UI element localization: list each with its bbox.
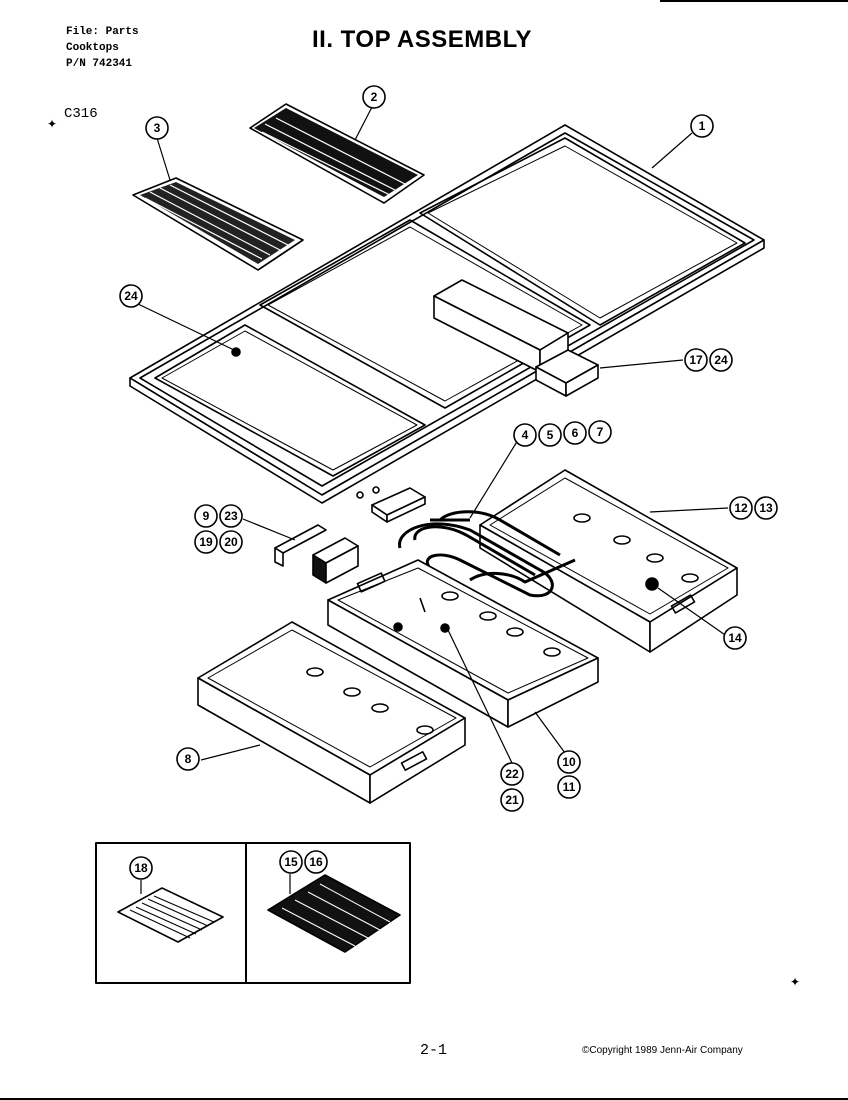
callout-5: 5 <box>538 423 562 447</box>
svg-text:12: 12 <box>734 501 748 515</box>
callout-17: 17 <box>684 348 708 372</box>
burner-box-parts-10-11 <box>327 559 599 728</box>
callout-24-frame: 24 <box>119 284 143 308</box>
svg-text:11: 11 <box>563 780 576 794</box>
top-frame-part-1 <box>129 124 765 504</box>
svg-text:24: 24 <box>124 289 138 303</box>
callout-4: 4 <box>513 423 537 447</box>
heating-element-parts-4-7 <box>398 510 576 598</box>
svg-text:13: 13 <box>759 501 773 515</box>
svg-text:21: 21 <box>505 793 519 807</box>
page-number: 2-1 <box>420 1042 448 1059</box>
svg-text:24: 24 <box>714 353 728 367</box>
svg-text:2: 2 <box>371 90 378 104</box>
callout-19: 19 <box>194 530 218 554</box>
top-border-line <box>660 0 848 2</box>
svg-text:14: 14 <box>728 631 742 645</box>
callout-15: 15 <box>279 850 303 874</box>
svg-text:1: 1 <box>699 119 706 133</box>
callout-8: 8 <box>176 747 200 771</box>
callout-11: 11 <box>557 775 581 799</box>
callout-20: 20 <box>219 530 243 554</box>
svg-text:23: 23 <box>224 509 238 523</box>
svg-text:6: 6 <box>572 426 579 440</box>
svg-text:15: 15 <box>284 855 298 869</box>
terminal-block <box>356 486 426 523</box>
svg-text:20: 20 <box>224 535 238 549</box>
bracket-switch-parts-9-19-20-23 <box>274 524 359 584</box>
svg-text:8: 8 <box>185 752 192 766</box>
callout-6: 6 <box>563 421 587 445</box>
callout-9: 9 <box>194 504 218 528</box>
model-number: C316 <box>64 106 98 122</box>
callout-16: 16 <box>304 850 328 874</box>
svg-text:4: 4 <box>522 428 529 442</box>
callout-7: 7 <box>588 420 612 444</box>
registration-mark: ✦ <box>47 117 58 131</box>
accessory-inset-box <box>95 842 411 984</box>
callout-24-block: 24 <box>709 348 733 372</box>
svg-text:17: 17 <box>689 353 703 367</box>
category-line: Cooktops <box>66 42 119 54</box>
grill-grate-part-2 <box>249 103 425 204</box>
leader-lines <box>137 106 729 764</box>
callout-3: 3 <box>145 116 169 140</box>
svg-text:10: 10 <box>562 755 576 769</box>
callout-12: 12 <box>729 496 753 520</box>
page-title: II. TOP ASSEMBLY <box>312 26 533 53</box>
callout-14: 14 <box>723 626 747 650</box>
callout-2: 2 <box>362 85 386 109</box>
file-header: File: Parts Cooktops P/N 742341 <box>66 24 139 72</box>
callout-1: 1 <box>690 114 714 138</box>
file-line: File: Parts <box>66 26 139 38</box>
bottom-border-line <box>0 1098 848 1100</box>
svg-text:5: 5 <box>547 428 554 442</box>
svg-text:3: 3 <box>154 121 161 135</box>
svg-text:7: 7 <box>597 425 604 439</box>
svg-text:18: 18 <box>134 861 148 875</box>
burner-box-parts-12-13 <box>479 469 738 653</box>
svg-text:22: 22 <box>505 767 519 781</box>
svg-text:19: 19 <box>199 535 213 549</box>
callout-18: 18 <box>129 856 153 880</box>
callout-22: 22 <box>500 762 524 786</box>
svg-text:16: 16 <box>309 855 323 869</box>
part-number-line: P/N 742341 <box>66 58 133 70</box>
callout-10: 10 <box>557 750 581 774</box>
grill-grate-part-3 <box>132 177 304 271</box>
callout-23: 23 <box>219 504 243 528</box>
copyright-notice: ©Copyright 1989 Jenn-Air Company <box>582 1045 743 1056</box>
edge-mark: ✦ <box>790 975 801 989</box>
burner-box-part-8 <box>197 621 466 804</box>
callout-13: 13 <box>754 496 778 520</box>
svg-text:9: 9 <box>203 509 210 523</box>
callout-21: 21 <box>500 788 524 812</box>
